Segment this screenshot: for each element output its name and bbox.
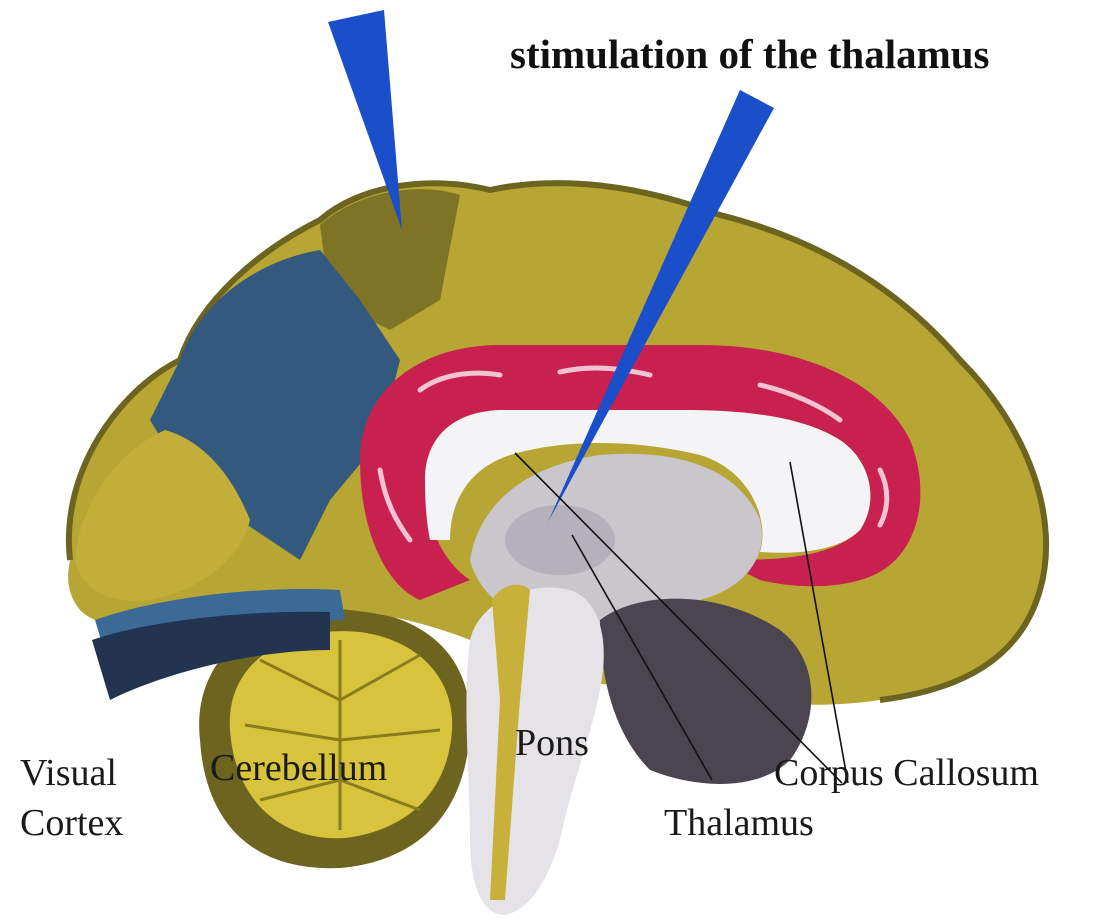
label-cerebellum: Cerebellum: [210, 747, 387, 789]
label-visual-cortex-line2: Cortex: [20, 802, 123, 844]
label-pons: Pons: [515, 722, 589, 764]
label-thalamus: Thalamus: [664, 802, 814, 844]
label-visual-cortex-line1: Visual: [20, 752, 117, 794]
headline: stimulation of the thalamus: [510, 31, 990, 77]
label-corpus-callosum: Corpus Callosum: [774, 752, 1039, 794]
thalamus: [505, 505, 615, 575]
